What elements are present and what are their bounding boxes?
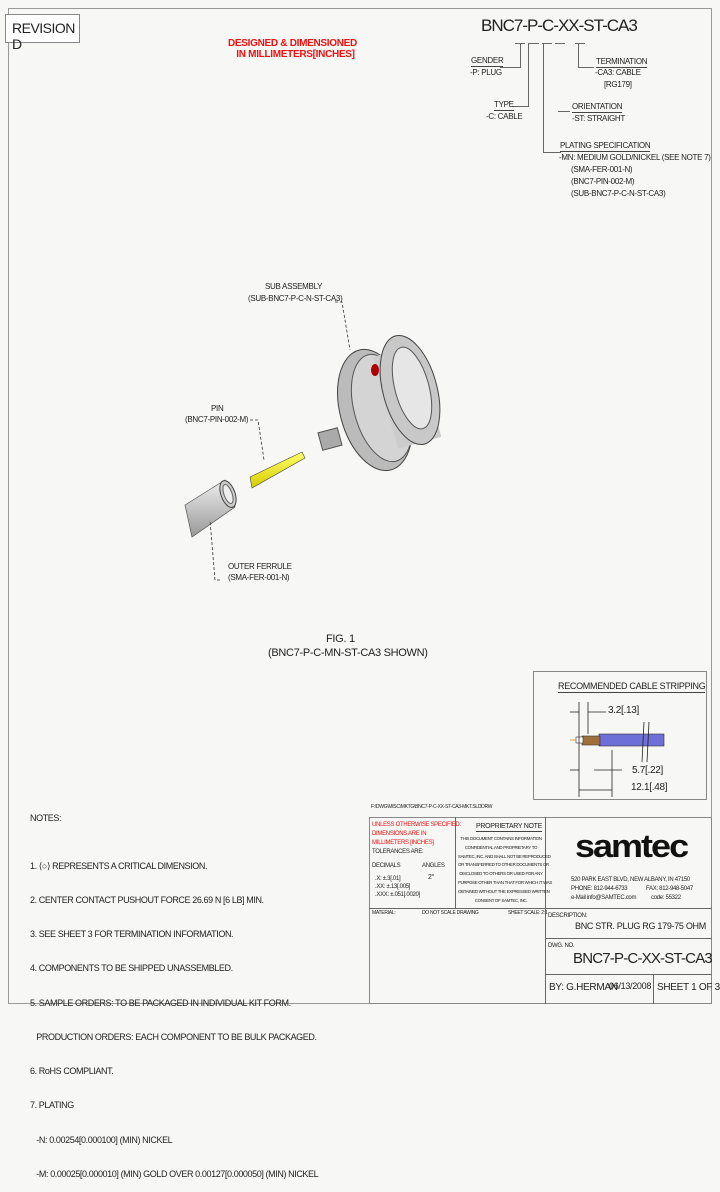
- proprietary-text: THIS DOCUMENT CONTAINS INFORMATION CONFI…: [458, 835, 553, 905]
- plating-value: -MN: MEDIUM GOLD/NICKEL (SEE NOTE 7): [559, 153, 711, 162]
- ferrule-callout: OUTER FERRULE: [228, 562, 292, 571]
- sheet-scale: SHEET SCALE: 2:1: [508, 910, 548, 916]
- sub-assembly: [317, 334, 442, 472]
- proprietary-line: DISCLOSED TO OTHERS OR USED FOR ANY: [459, 871, 543, 877]
- notes-list: 1. ⟨○⟩ REPRESENTS A CRITICAL DIMENSION. …: [30, 838, 319, 1192]
- drawn-by: BY: G.HERMAN: [549, 982, 618, 993]
- note-item: PRODUCTION ORDERS: EACH COMPONENT TO BE …: [30, 1031, 317, 1042]
- units-note-line: IN MILLIMETERS[INCHES]: [236, 49, 355, 60]
- company-code: code: 55322: [651, 895, 681, 901]
- proprietary-line: CONFIDENTIAL AND PROPRIETARY TO: [464, 844, 538, 850]
- note-item: -N: 0.00254[0.000100] (MIN) NICKEL: [30, 1134, 173, 1145]
- cable-jacket: [598, 733, 665, 747]
- termination-label: TERMINATION: [596, 57, 648, 68]
- company-address: 520 PARK EAST BLVD, NEW ALBANY, IN 47150: [571, 877, 690, 883]
- decimals-list: .X: ±.3[.01] .XX: ±.13[.005] .XXX: ±.051…: [375, 875, 420, 899]
- file-path: F:\DWG\MISC\MKTG\BNC7-P-C-XX-ST-CA3-MKT.…: [371, 804, 493, 810]
- note-item: 6. RoHS COMPLIANT.: [30, 1066, 114, 1077]
- company-phone: PHONE: 812-944-6733: [571, 886, 628, 892]
- decimal-tolerance: .XXX: ±.051[.0020]: [375, 892, 420, 898]
- tolerance-header: UNLESS OTHERWISE SPECIFIED: DIMENSIONS A…: [372, 821, 461, 848]
- tolerances-are: TOLERANCES ARE:: [372, 849, 424, 855]
- pin-callout: PIN: [211, 404, 224, 413]
- drawing-border: [8, 8, 712, 1004]
- ferrule-part: (SMA-FER-001-N): [228, 573, 290, 582]
- note-item: 1. ⟨○⟩ REPRESENTS A CRITICAL DIMENSION.: [30, 860, 208, 871]
- strip-dim-1: 3.2[.13]: [608, 705, 639, 716]
- note-item: 3. SEE SHEET 3 FOR TERMINATION INFORMATI…: [30, 929, 234, 940]
- note-item: 7. PLATING: [30, 1100, 74, 1111]
- decimal-tolerance: .XX: ±.13[.005]: [375, 884, 411, 890]
- decimals-label: DECIMALS: [372, 863, 401, 869]
- proprietary-title: PROPRIETARY NOTE: [476, 823, 542, 832]
- units-note: DESIGNED & DIMENSIONED IN MILLIMETERS[IN…: [228, 38, 357, 60]
- sheet-number: SHEET 1 OF 3: [657, 982, 720, 993]
- cable-stripping-panel: RECOMMENDED CABLE STRIPPING 3.2[.13] 5.7…: [533, 671, 707, 800]
- orientation-value: -ST: STRAIGHT: [572, 114, 625, 123]
- plating-item: (BNC7-PIN-002-M): [571, 177, 635, 186]
- gender-value: -P: PLUG: [470, 68, 502, 77]
- tolerance-header-line: UNLESS OTHERWISE SPECIFIED:: [372, 822, 461, 828]
- callout-label: SUB ASSEMBLY: [265, 282, 323, 291]
- part-code-title: BNC7-P-C-XX-ST-CA3: [481, 16, 638, 35]
- proprietary-line: OR TRANSFERRED TO OTHER DOCUMENTS OR: [458, 862, 549, 868]
- plating-item: (SUB-BNC7-P-C-N-ST-CA3): [571, 189, 666, 198]
- strip-dim-2: 5.7[.22]: [632, 765, 663, 776]
- plating-item: (SMA-FER-001-N): [571, 165, 633, 174]
- revision-label: REVISION D: [5, 14, 80, 52]
- description-label: DESCRIPTION:: [548, 913, 588, 919]
- proprietary-line: SAMTEC, INC. AND SHALL NOT BE REPRODUCED: [458, 853, 551, 859]
- strip-dim-3: 12.1[.48]: [631, 782, 668, 793]
- do-not-scale: DO NOT SCALE DRAWING: [422, 910, 479, 916]
- description: BNC STR. PLUG RG 179-75 OHM: [575, 921, 706, 931]
- tolerance-header-line: MILLIMETERS [INCHES]: [372, 840, 434, 846]
- units-note-line: DESIGNED & DIMENSIONED: [228, 38, 357, 49]
- cable-braid: [581, 735, 601, 746]
- figure-caption: (BNC7-P-C-MN-ST-CA3 SHOWN): [268, 647, 428, 659]
- material-label: MATERIAL:: [372, 910, 396, 916]
- outer-ferrule: [184, 479, 237, 538]
- pin: [249, 451, 306, 489]
- angles-value: 2°: [428, 874, 435, 881]
- proprietary-line: PURPOSE OTHER THAN THAT FOR WHICH IT WAS: [458, 879, 553, 885]
- cable-stripping-diagram: [570, 702, 665, 797]
- dwg-no-label: DWG. NO.: [548, 943, 575, 949]
- decimal-tolerance: .X: ±.3[.01]: [375, 876, 401, 882]
- type-label: TYPE: [494, 100, 514, 111]
- stripping-title: RECOMMENDED CABLE STRIPPING: [558, 681, 706, 693]
- plating-label: PLATING SPECIFICATION: [560, 141, 651, 152]
- sub-assembly-callout: SUB ASSEMBLY: [265, 282, 323, 292]
- figure-label: FIG. 1: [326, 633, 355, 645]
- angles-label: ANGLES: [422, 863, 445, 869]
- termination-cable: [RG179]: [604, 80, 632, 89]
- note-item: 2. CENTER CONTACT PUSHOUT FORCE 26.69 N …: [30, 895, 264, 906]
- proprietary-line: CONSENT OF SAMTEC, INC.: [474, 897, 528, 903]
- tolerance-header-line: DIMENSIONS ARE IN: [372, 831, 427, 837]
- sub-assembly-part: (SUB-BNC7-P-C-N-ST-CA3): [248, 294, 343, 303]
- note-item: 5. SAMPLE ORDERS: TO BE PACKAGED IN INDI…: [30, 997, 291, 1008]
- type-value: -C: CABLE: [486, 112, 523, 121]
- title-block: [369, 817, 712, 1004]
- note-item: 4. COMPONENTS TO BE SHIPPED UNASSEMBLED.: [30, 963, 233, 974]
- termination-value: -CA3: CABLE: [595, 68, 641, 77]
- proprietary-line: THIS DOCUMENT CONTAINS INFORMATION: [460, 836, 542, 841]
- proprietary-line: OBTAINED WITHOUT THE EXPRESSED WRITTEN: [458, 888, 550, 894]
- company-fax: FAX: 812-948-5047: [646, 886, 693, 892]
- dwg-no: BNC7-P-C-XX-ST-CA3: [573, 950, 713, 967]
- samtec-logo: samtec: [575, 827, 689, 864]
- company-email: e-Mail info@SAMTEC.com: [571, 895, 637, 901]
- orientation-label: ORIENTATION: [572, 102, 623, 113]
- cable-dielectric: [575, 736, 584, 744]
- pin-part: (BNC7-PIN-002-M): [185, 415, 249, 424]
- drawn-date: 06/13/2008: [609, 981, 652, 991]
- gender-label: GENDER: [471, 56, 504, 67]
- notes-title: NOTES:: [30, 813, 62, 823]
- exploded-view-drawing: [184, 301, 442, 581]
- note-item: -M: 0.00025[0.000010] (MIN) GOLD OVER 0.…: [30, 1168, 319, 1179]
